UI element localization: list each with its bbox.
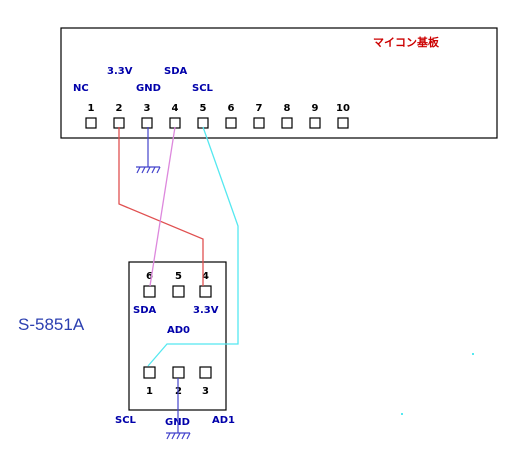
board-pin-number: 3 (144, 103, 151, 114)
chip-pin-pad (172, 366, 185, 379)
chip-pin-pad (172, 285, 185, 298)
board-pin-pad (169, 117, 181, 129)
chip-pin-label-ad1: AD1 (212, 415, 235, 426)
board-pin-number: 10 (336, 103, 350, 114)
board-pin-pad (309, 117, 321, 129)
chip-label-ad0: AD0 (167, 325, 190, 336)
board-pin-label-scl: SCL (192, 83, 214, 94)
board-pin-number: 5 (200, 103, 207, 114)
chip-pin-pad (143, 285, 156, 298)
ground-symbol-board (136, 127, 161, 174)
board-outline (60, 27, 498, 139)
chip-pin-number: 4 (202, 271, 209, 282)
chip-pin-label-3v3: 3.3V (193, 305, 219, 316)
stray-dot (472, 353, 474, 355)
board-pin-row: 1 2 3 4 5 6 7 8 9 10 (85, 103, 350, 129)
chip-pin-number: 6 (146, 271, 153, 282)
board-pin-number: 8 (284, 103, 291, 114)
chip-pin-pad (199, 366, 212, 379)
wire-sda (149, 126, 176, 287)
chip-pin-label-scl: SCL (115, 415, 137, 426)
board-pin-number: 2 (116, 103, 123, 114)
board-pin-number: 7 (256, 103, 263, 114)
chip-pin-number: 1 (146, 386, 153, 397)
board-pin-pad (113, 117, 125, 129)
board-pin-label-nc: NC (73, 83, 89, 94)
stray-dot (401, 413, 403, 415)
chip-pin-number: 5 (175, 271, 182, 282)
board-pin-pad (337, 117, 349, 129)
chip-pin-number: 3 (202, 386, 209, 397)
board-pin-label-sda: SDA (164, 66, 188, 77)
board-pin-label-3v3: 3.3V (107, 66, 133, 77)
board-pin-pad (141, 117, 153, 129)
board-pin-label-gnd: GND (136, 83, 161, 94)
board-pin-pad (85, 117, 97, 129)
board-pin-pad (225, 117, 237, 129)
wire-scl (147, 126, 239, 367)
board-pin-pad (253, 117, 265, 129)
board-pin-number: 9 (312, 103, 319, 114)
chip-pin-pad (199, 285, 212, 298)
chip-name: S-5851A (18, 315, 85, 334)
board-pin-number: 4 (172, 103, 179, 114)
board-pin-pad (281, 117, 293, 129)
chip-pin-label-sda: SDA (133, 305, 157, 316)
chip-pin-pad (143, 366, 156, 379)
board-pin-pad (197, 117, 209, 129)
board-pin-number: 1 (88, 103, 95, 114)
ground-symbol-chip (166, 378, 191, 440)
board-pin-number: 6 (228, 103, 235, 114)
wire-3v3 (118, 127, 204, 286)
board-title: マイコン基板 (373, 35, 440, 49)
